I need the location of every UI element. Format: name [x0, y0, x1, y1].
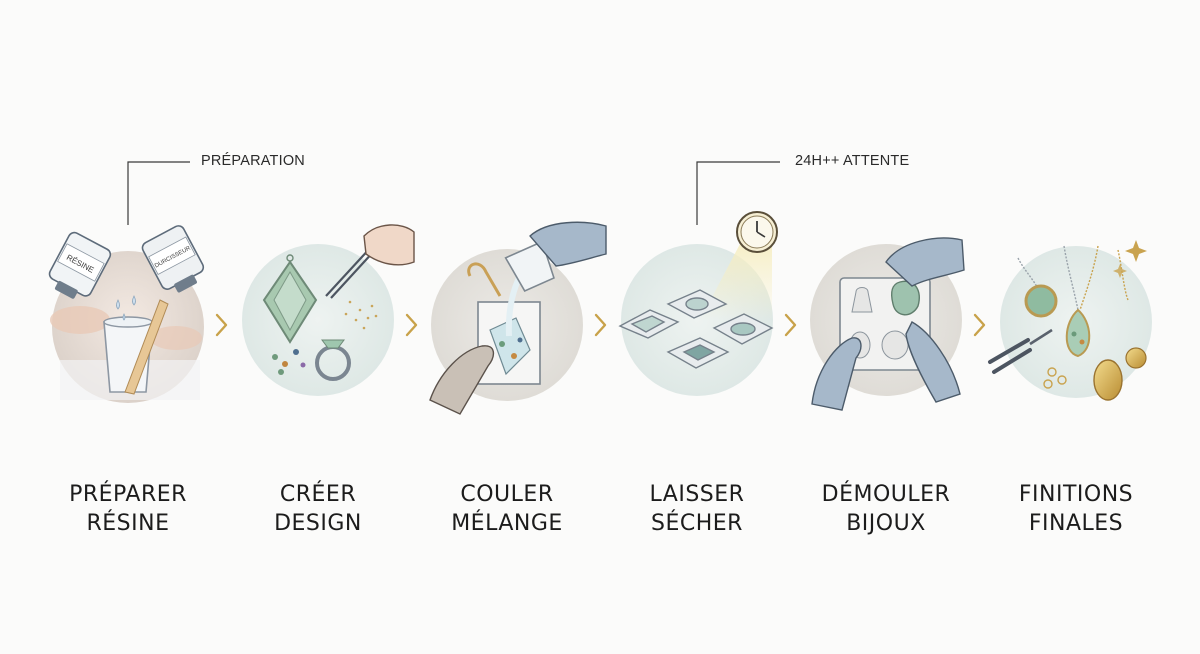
- step-1-illustration: RÉSINE DURCISSEUR: [48, 225, 205, 403]
- step-2-label-line2: DESIGN: [274, 511, 362, 536]
- step-1-label: PRÉPARER RÉSINE: [38, 480, 218, 538]
- step-1-label-line2: RÉSINE: [86, 511, 170, 536]
- callout-attente-line: [696, 161, 780, 225]
- step-6-label-line2: FINALES: [1028, 511, 1124, 536]
- step-5-label-line2: BIJOUX: [846, 511, 926, 536]
- step-6-illustration: [988, 240, 1152, 401]
- step-6-label: FINITIONS FINALES: [986, 480, 1166, 538]
- step-4-label: LAISSER SÉCHER: [607, 480, 787, 538]
- step-5-illustration: [810, 237, 965, 411]
- step-2-label: CRÉER DESIGN: [228, 480, 408, 538]
- clock-icon: [736, 211, 778, 253]
- step-1-label-line1: PRÉPARER: [69, 482, 187, 507]
- step-3-label: COULER MÉLANGE: [417, 480, 597, 538]
- step-3-illustration: [429, 221, 607, 415]
- callout-preparation-line: [127, 161, 190, 225]
- step-2-illustration: [242, 224, 415, 396]
- chevron-right-icon: [784, 313, 797, 337]
- step-3-label-line2: MÉLANGE: [451, 511, 563, 536]
- chevron-right-icon: [215, 313, 228, 337]
- callout-attente: 24H++ ATTENTE: [795, 153, 910, 169]
- chevron-right-icon: [594, 313, 607, 337]
- step-6-label-line1: FINITIONS: [1018, 482, 1134, 507]
- step-4-label-line2: SÉCHER: [651, 511, 743, 536]
- step-5-label-line1: DÉMOULER: [821, 482, 951, 507]
- chevron-right-icon: [973, 313, 986, 337]
- chevron-right-icon: [405, 313, 418, 337]
- step-3-label-line1: COULER: [460, 482, 554, 507]
- callout-preparation: PRÉPARATION: [201, 153, 305, 169]
- step-5-label: DÉMOULER BIJOUX: [796, 480, 976, 538]
- step-4-label-line1: LAISSER: [649, 482, 745, 507]
- step-2-label-line1: CRÉER: [279, 482, 357, 507]
- sparkle-icon: [1113, 240, 1147, 278]
- step-4-illustration: [618, 211, 778, 396]
